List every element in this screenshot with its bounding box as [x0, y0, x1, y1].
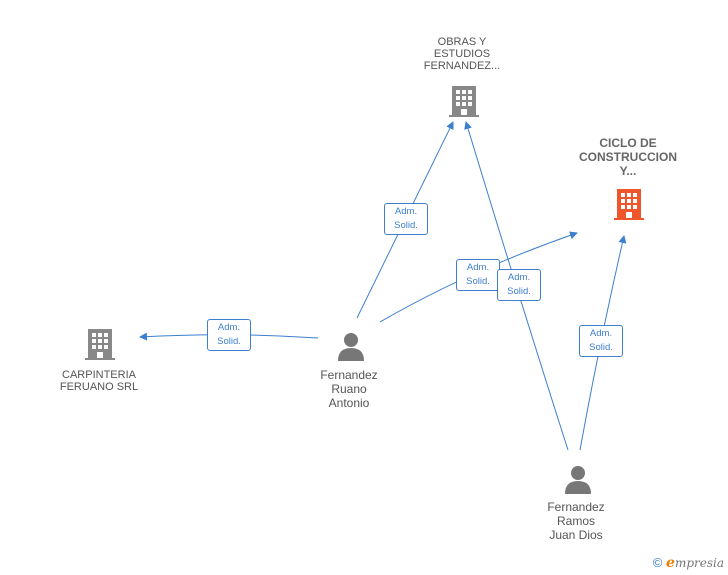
- person-label-ruano[interactable]: Fernandez Ruano Antonio: [320, 368, 378, 410]
- edge-label-ramos-ciclo[interactable]: Adm. Solid.: [579, 325, 623, 357]
- edge-label-ruano-carpinteria[interactable]: Adm. Solid.: [207, 319, 251, 351]
- company-label-carpinteria[interactable]: CARPINTERIA FERUANO SRL: [59, 369, 139, 393]
- building-icon[interactable]: [84, 327, 116, 361]
- edge-label-ruano-ciclo[interactable]: Adm. Solid.: [456, 259, 500, 291]
- person-icon[interactable]: [336, 331, 366, 361]
- empresia-logo: empresia: [666, 555, 724, 571]
- building-icon[interactable]: [448, 84, 480, 118]
- footer-brand: © empresia: [653, 555, 724, 571]
- person-icon[interactable]: [563, 464, 593, 494]
- edge-label-ruano-obras[interactable]: Adm. Solid.: [384, 203, 428, 235]
- building-icon[interactable]: [613, 187, 645, 221]
- company-label-obras[interactable]: OBRAS Y ESTUDIOS FERNANDEZ...: [423, 36, 501, 72]
- edge-label-ramos-obras[interactable]: Adm. Solid.: [497, 269, 541, 301]
- company-label-ciclo[interactable]: CICLO DE CONSTRUCCION Y...: [579, 136, 677, 178]
- person-label-ramos[interactable]: Fernandez Ramos Juan Dios: [547, 500, 605, 542]
- copyright-icon: ©: [652, 555, 663, 570]
